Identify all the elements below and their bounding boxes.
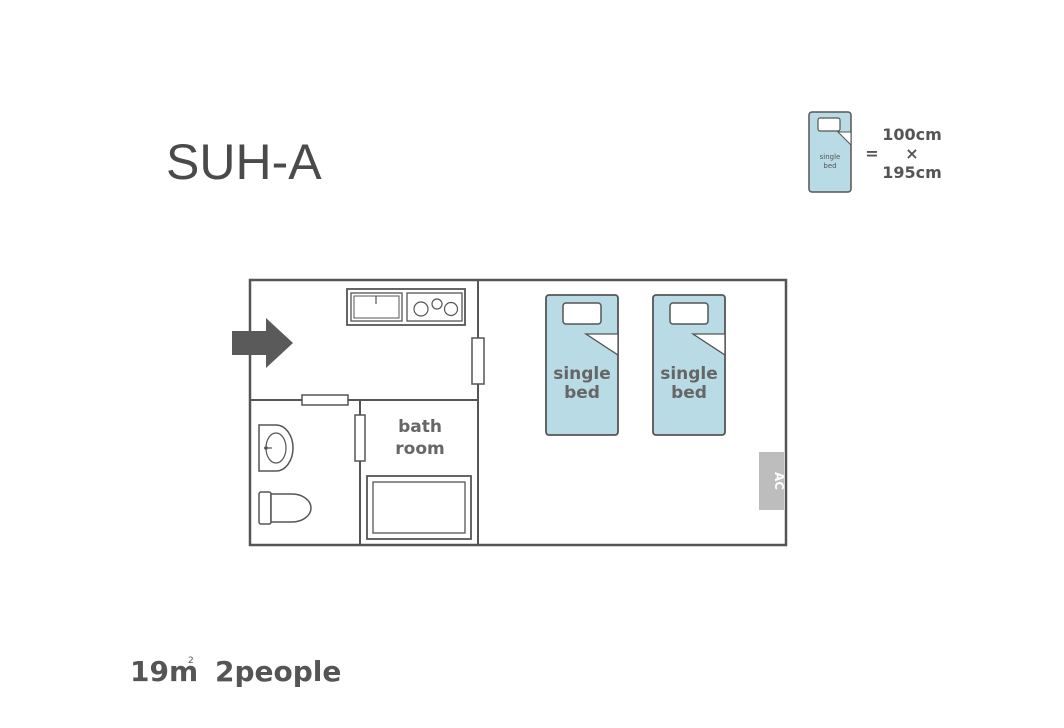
- legend-bed-icon: single bed: [808, 111, 852, 193]
- legend-equals: =: [865, 144, 878, 163]
- area-label: 19m: [130, 655, 198, 688]
- doors: [301, 337, 485, 462]
- kitchen-sink-icon: [350, 292, 403, 322]
- capacity-label: 2people: [215, 655, 341, 688]
- legend-length: 195cm: [882, 163, 942, 182]
- pillow-icon: [669, 302, 709, 325]
- legend-width: 100cm: [882, 125, 942, 144]
- bedroom-door: [471, 337, 485, 385]
- bathroom-door: [354, 414, 366, 462]
- bed-1-label-2: bed: [564, 383, 600, 403]
- pillow-icon: [562, 302, 602, 325]
- bath-room-label-1: bath: [398, 417, 442, 437]
- ac-unit: AC: [759, 452, 786, 510]
- legend-bed-label-2: bed: [823, 162, 836, 170]
- bed-1-label-1: single: [553, 364, 611, 384]
- legend-times: ×: [905, 144, 918, 163]
- stove-icon: [406, 292, 463, 322]
- bed-2-label-2: bed: [671, 383, 707, 403]
- toilet-door: [301, 394, 349, 406]
- toilet-icon: [258, 491, 312, 525]
- area-unit-superscript: 2: [188, 656, 194, 666]
- bathtub-icon: [366, 475, 472, 540]
- legend-bed-label-1: single: [820, 153, 841, 161]
- kitchen-counter: [346, 288, 466, 326]
- ac-label: AC: [772, 472, 786, 490]
- page-title: SUH-A: [166, 134, 322, 190]
- bath-room-label-2: room: [395, 439, 444, 459]
- bed-2-label-1: single: [660, 364, 718, 384]
- washbasin-icon: [258, 424, 294, 472]
- single-bed-2: single bed: [652, 294, 726, 436]
- single-bed-1: single bed: [545, 294, 619, 436]
- legend: single bed = 100cm × 195cm: [808, 111, 942, 193]
- entrance-arrow-icon: [232, 318, 293, 368]
